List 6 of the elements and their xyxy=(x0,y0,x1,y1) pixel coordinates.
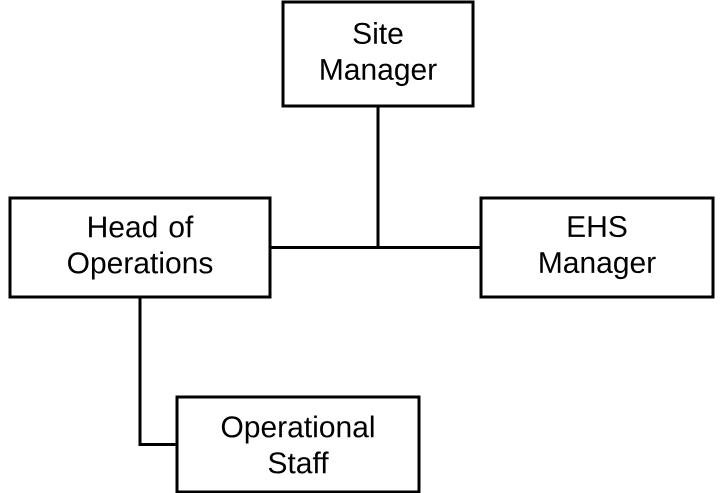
connector-line xyxy=(376,108,480,249)
org-box: Operational Staff xyxy=(176,396,420,493)
connector-line xyxy=(138,298,176,446)
org-box: Site Manager xyxy=(282,0,474,108)
org-box: Head of Operations xyxy=(8,196,272,298)
org-box: EHS Manager xyxy=(480,196,714,298)
